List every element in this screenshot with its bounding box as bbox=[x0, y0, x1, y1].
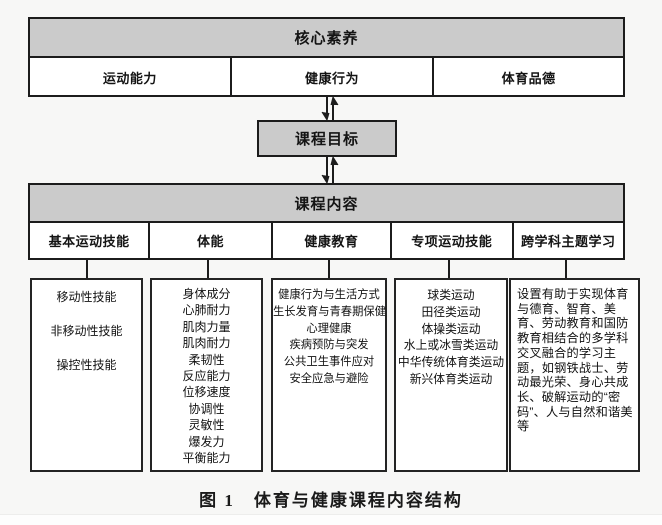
detail-box-physical-fitness: 身体成分心肺耐力肌肉力量肌肉耐力柔韧性反应能力位移速度协调性灵敏性爆发力平衡能力 bbox=[150, 278, 263, 472]
core-table-row: 运动能力 健康行为 体育品德 bbox=[30, 58, 623, 97]
content-cell-physical-fitness: 体能 bbox=[148, 223, 270, 258]
detail-item: 灵敏性 bbox=[188, 418, 225, 433]
curriculum-goal-box: 课程目标 bbox=[257, 120, 397, 157]
detail-item: 身体成分 bbox=[182, 287, 231, 301]
connector-line bbox=[207, 258, 209, 279]
detail-item: 移动性技能 bbox=[56, 290, 117, 304]
detail-item: 肌肉耐力 bbox=[182, 336, 231, 351]
core-cell-health-behavior: 健康行为 bbox=[229, 58, 433, 97]
core-table-header: 核心素养 bbox=[30, 19, 623, 58]
detail-item: 中华传统体育类运动 bbox=[397, 355, 505, 370]
detail-box-specialized-skills: 球类运动田径类运动体操类运动水上或冰雪类运动中华传统体育类运动新兴体育类运动 bbox=[394, 278, 508, 472]
detail-item: 非移动性技能 bbox=[50, 324, 123, 338]
detail-item: 新兴体育类运动 bbox=[409, 371, 493, 386]
detail-item: 心理健康 bbox=[306, 322, 352, 335]
content-table-row: 基本运动技能 体能 健康教育 专项运动技能 跨学科主题学习 bbox=[30, 223, 623, 258]
curriculum-content-table: 课程内容 基本运动技能 体能 健康教育 专项运动技能 跨学科主题学习 bbox=[28, 183, 625, 260]
detail-box-health-education: 健康行为与生活方式生长发育与青春期保健心理健康疾病预防与突发公共卫生事件应对安全… bbox=[271, 278, 387, 472]
detail-item: 安全应急与避险 bbox=[289, 372, 369, 385]
bidirectional-arrow-icon bbox=[321, 156, 339, 184]
detail-item: 生长发育与青春期保健 bbox=[273, 305, 386, 318]
connector-line bbox=[565, 258, 567, 279]
connector-line bbox=[448, 258, 450, 279]
detail-box-interdisciplinary: 设置有助于实现体育与德育、智育、美育、劳动教育和国防教育相结合的多学科交叉融合的… bbox=[509, 278, 640, 472]
content-cell-interdisciplinary: 跨学科主题学习 bbox=[511, 223, 624, 258]
core-competency-table: 核心素养 运动能力 健康行为 体育品德 bbox=[28, 17, 625, 97]
core-cell-sports-morality: 体育品德 bbox=[432, 58, 623, 97]
detail-item: 体操类运动 bbox=[421, 321, 481, 336]
detail-item: 公共卫生事件应对 bbox=[283, 356, 375, 369]
core-cell-athletic-ability: 运动能力 bbox=[102, 71, 157, 86]
bidirectional-arrow-icon bbox=[321, 96, 339, 121]
detail-item: 柔韧性 bbox=[188, 352, 225, 367]
content-cell-specialized-skills: 专项运动技能 bbox=[390, 223, 511, 258]
detail-item: 肌肉力量 bbox=[182, 319, 231, 334]
figure-caption: 图 1 体育与健康课程内容结构 bbox=[199, 491, 463, 510]
detail-item: 心肺耐力 bbox=[182, 303, 231, 318]
detail-item: 平衡能力 bbox=[182, 451, 231, 466]
connector-line bbox=[328, 258, 330, 279]
detail-item: 健康行为与生活方式 bbox=[278, 289, 380, 301]
detail-item: 爆发力 bbox=[188, 434, 225, 449]
detail-box-basic-motor-skills: 移动性技能非移动性技能操控性技能 bbox=[30, 278, 143, 472]
connector-line bbox=[86, 258, 88, 279]
detail-item: 操控性技能 bbox=[56, 358, 117, 372]
detail-item: 水上或冰雪类运动 bbox=[403, 338, 499, 353]
detail-item: 球类运动 bbox=[427, 288, 475, 302]
content-cell-health-education: 健康教育 bbox=[270, 223, 390, 258]
content-cell-basic-motor-skills: 基本运动技能 bbox=[48, 234, 130, 249]
content-table-header: 课程内容 bbox=[30, 185, 623, 223]
detail-item: 位移速度 bbox=[182, 385, 231, 400]
detail-item: 反应能力 bbox=[182, 369, 231, 384]
detail-item: 疾病预防与突发 bbox=[289, 339, 369, 352]
detail-item: 田径类运动 bbox=[421, 304, 481, 319]
detail-item: 协调性 bbox=[188, 401, 225, 416]
